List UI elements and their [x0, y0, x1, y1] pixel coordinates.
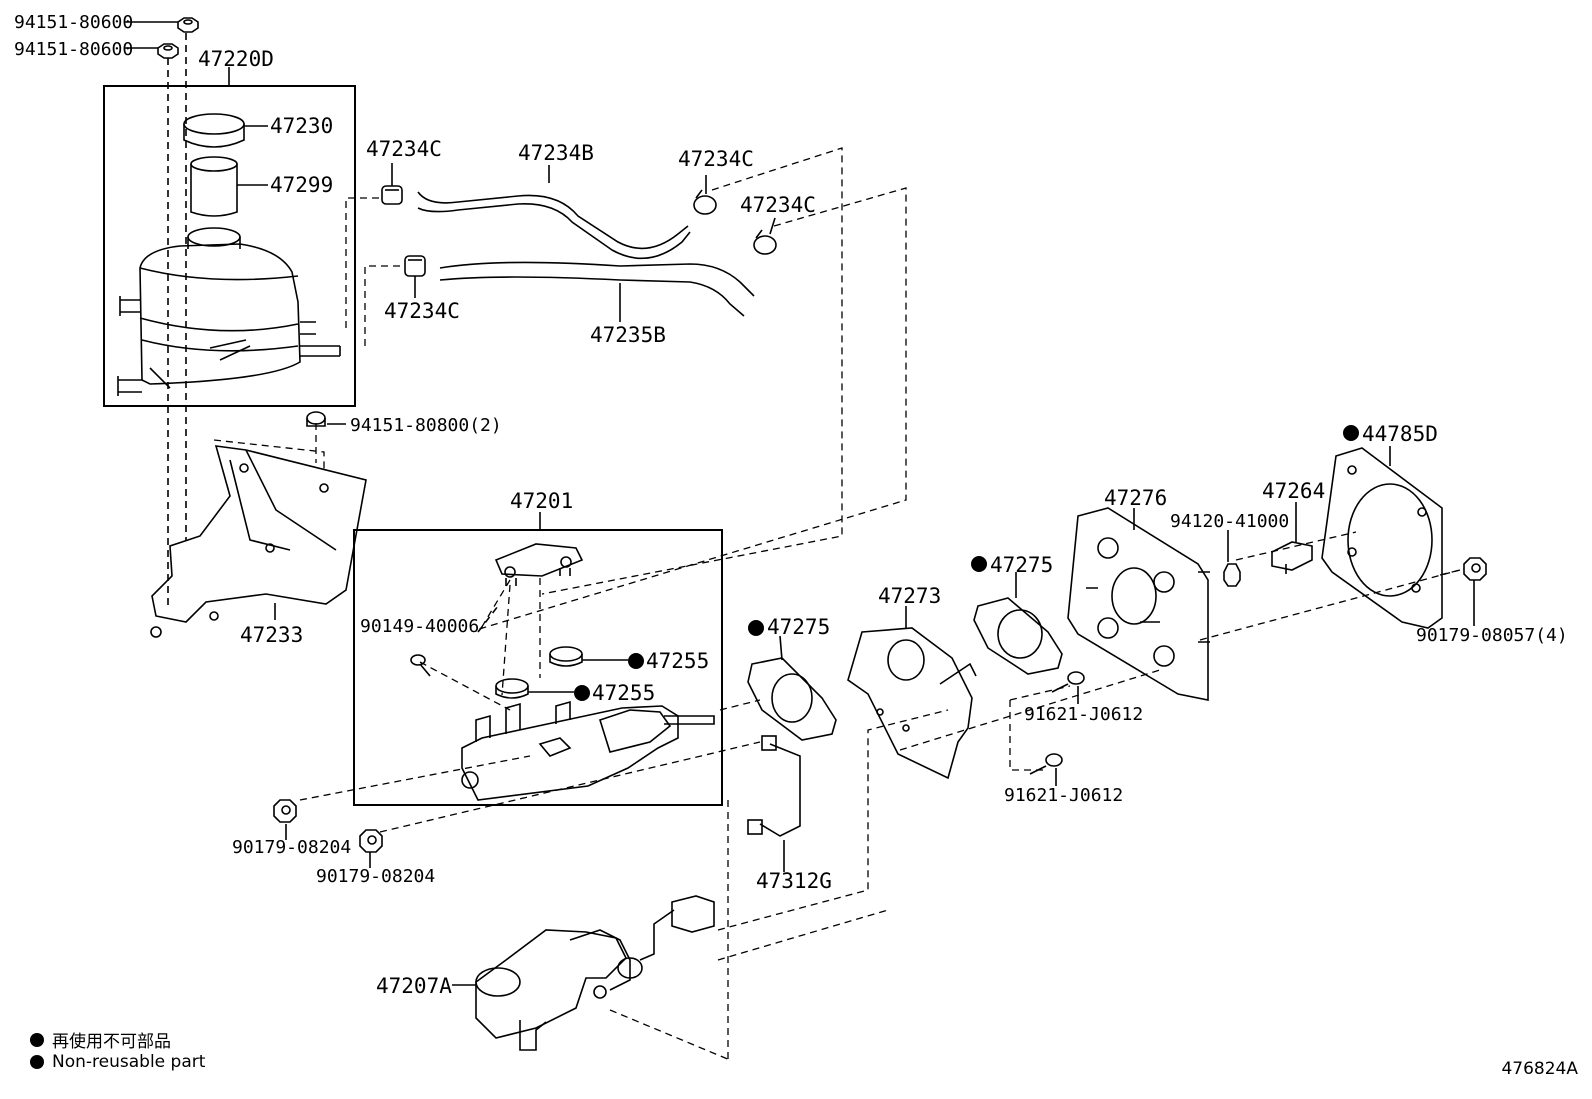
label-94151-80600-1: 94151-80600 [14, 12, 133, 33]
label-47255-1: 47255 [646, 649, 709, 673]
label-47235B: 47235B [590, 323, 666, 347]
label-47234C-4: 47234C [384, 299, 460, 323]
bullet-icon [30, 1055, 44, 1069]
clamp-47234C-4 [753, 229, 777, 255]
diagram-id: 476824A [1501, 1059, 1578, 1079]
clamp-47234C-1 [381, 185, 403, 205]
stroke-simulator-47207A [475, 895, 715, 1051]
label-47234B: 47234B [518, 141, 594, 165]
master-cylinder-group-box [353, 529, 723, 806]
label-47233: 47233 [240, 623, 303, 647]
bullet-icon [30, 1032, 44, 1047]
reservoir-cap [183, 113, 245, 148]
label-47312G: 47312G [756, 869, 832, 893]
screw-90149-40006 [410, 654, 431, 677]
bracket-47273 [847, 627, 977, 780]
gasket-44785D [1321, 447, 1443, 629]
nut-90179-08204-1 [273, 799, 297, 823]
label-94151-80600-2: 94151-80600 [14, 39, 133, 60]
label-90179-08204-2: 90179-08204 [316, 866, 435, 887]
gasket-47275-1 [747, 657, 837, 741]
reservoir-connector [494, 543, 584, 586]
label-47273: 47273 [878, 584, 941, 608]
label-47275-1: 47275 [767, 615, 830, 639]
reservoir-tank [117, 227, 341, 396]
reservoir-strainer [190, 156, 238, 217]
screw-94151-80800 [306, 411, 326, 427]
clamp-47234C-3 [693, 189, 717, 215]
label-90149-40006: 90149-40006 [360, 616, 479, 637]
label-47299: 47299 [270, 173, 333, 197]
label-47255-2: 47255 [592, 681, 655, 705]
non-reusable-markers [574, 425, 1359, 701]
label-94151-80800: 94151-80800(2) [350, 415, 502, 436]
grommet-47255-2 [495, 678, 529, 699]
master-cylinder-body [461, 700, 715, 801]
bolt-91621-J0612-2 [1029, 753, 1063, 775]
label-47264: 47264 [1262, 479, 1325, 503]
label-47276: 47276 [1104, 486, 1167, 510]
legend-english: Non-reusable part [30, 1052, 205, 1072]
legend-japanese: 再使用不可部品 [30, 1027, 171, 1052]
label-47234C-2: 47234C [678, 147, 754, 171]
bolt-91621-J0612-1 [1051, 671, 1085, 693]
label-91621-J0612-2: 91621-J0612 [1004, 785, 1123, 806]
label-47275-2: 47275 [990, 553, 1053, 577]
legend-english-text: Non-reusable part [52, 1052, 206, 1072]
legend-japanese-text: 再使用不可部品 [52, 1032, 171, 1052]
hose-47234B [417, 191, 691, 260]
label-47230: 47230 [270, 114, 333, 138]
clip-47264 [1271, 541, 1313, 574]
label-47234C-1: 47234C [366, 137, 442, 161]
plate-47276 [1067, 507, 1210, 701]
nut-90179-08057 [1463, 557, 1487, 581]
hose-47235B [439, 261, 755, 317]
label-90179-08204-1: 90179-08204 [232, 837, 351, 858]
label-47234C-3: 47234C [740, 193, 816, 217]
grommet-47255-1 [549, 646, 583, 667]
bracket-47233 [150, 445, 367, 638]
label-94120-41000: 94120-41000 [1170, 511, 1289, 532]
nut-90179-08204-2 [359, 829, 383, 853]
nut-94151-80600-top [177, 17, 199, 33]
label-47207A: 47207A [376, 974, 452, 998]
label-47201: 47201 [510, 489, 573, 513]
nut-94120-41000 [1223, 563, 1241, 587]
nut-94151-80600-bottom [157, 43, 179, 59]
gasket-47275-2 [973, 597, 1063, 675]
label-91621-J0612-1: 91621-J0612 [1024, 704, 1143, 725]
label-47220D: 47220D [198, 47, 274, 71]
clamp-47234C-2 [404, 255, 426, 277]
label-90179-08057: 90179-08057(4) [1416, 625, 1568, 646]
brake-tube-47312G [747, 735, 801, 837]
label-44785D: 44785D [1362, 422, 1438, 446]
